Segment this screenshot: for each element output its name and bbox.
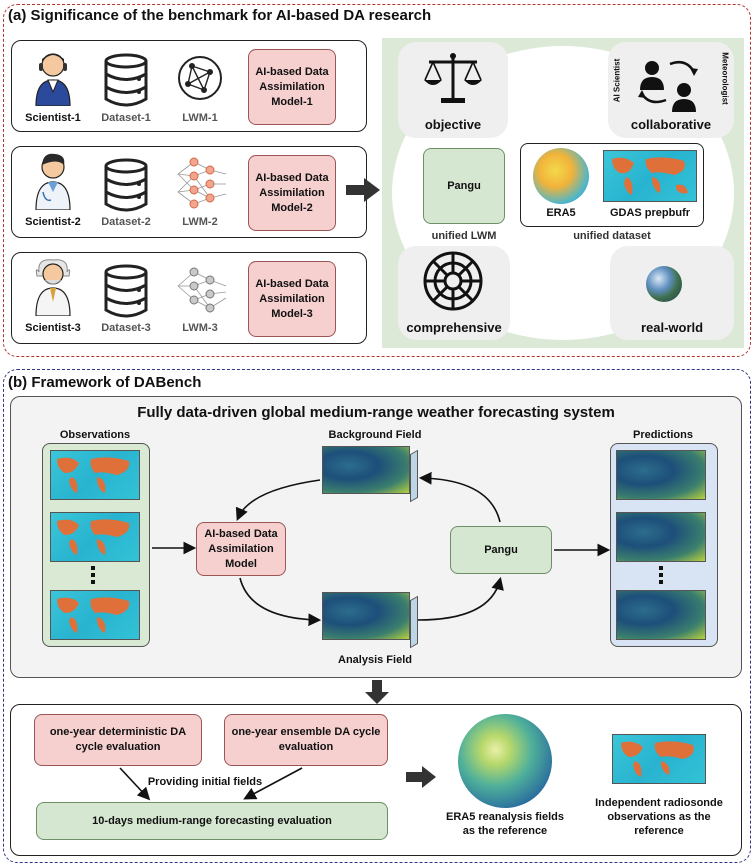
panel-a-arrow-icon [346, 178, 380, 202]
analysis-field-map [322, 592, 410, 640]
gdas-observation-map [603, 150, 697, 202]
system-title: Fully data-driven global medium-range we… [137, 404, 615, 421]
scientist-1-icon [35, 53, 71, 106]
panel-b-title: (b) Framework of DABench [8, 374, 202, 391]
collaboration-icon [638, 61, 698, 112]
real-world-label: real-world [640, 320, 704, 335]
scientist-2-icon [35, 153, 71, 210]
lwm-2-label: LWM-2 [182, 216, 218, 228]
era5-label: ERA5 [546, 207, 576, 219]
scientist-1-label: Scientist-1 [25, 112, 81, 124]
era5-globe [533, 148, 589, 204]
prediction-map-3 [616, 590, 706, 640]
providing-initial-fields-label: Providing initial fields [147, 776, 263, 788]
dataset-3-label: Dataset-3 [101, 322, 151, 334]
dataset-2-label: Dataset-2 [101, 216, 151, 228]
observation-map-1 [50, 450, 140, 500]
scientist-3-label: Scientist-3 [25, 322, 81, 334]
collaborative-label: collaborative [630, 117, 712, 132]
observations-label: Observations [59, 429, 131, 441]
reference-arrow-icon [406, 766, 436, 788]
lwm-2-network-icon [177, 157, 227, 209]
background-field-label: Background Field [328, 429, 422, 441]
pangu-box: Pangu [450, 526, 552, 574]
analysis-field-label: Analysis Field [338, 654, 412, 666]
prediction-map-1 [616, 450, 706, 500]
predictions-label: Predictions [633, 429, 693, 441]
wheel-icon [423, 251, 483, 311]
lwm-3-network-icon [177, 267, 227, 313]
dataset-3-icon [104, 264, 148, 318]
down-arrow-icon [365, 680, 389, 704]
observation-map-3 [50, 590, 140, 640]
unified-lwm-label: unified LWM [431, 230, 497, 242]
unified-dataset-label: unified dataset [573, 230, 651, 242]
lwm-1-network-icon [178, 56, 222, 100]
radiosonde-reference-map [612, 734, 706, 784]
observation-ellipsis [91, 566, 95, 584]
dataset-1-label: Dataset-1 [101, 112, 151, 124]
comprehensive-label: comprehensive [406, 320, 502, 335]
panel-b [3, 369, 751, 863]
prediction-ellipsis [659, 566, 663, 584]
unified-pangu-box: Pangu [423, 148, 505, 224]
lwm-3-label: LWM-3 [182, 322, 218, 334]
forecast-eval-box: 10-days medium-range forecasting evaluat… [36, 802, 388, 840]
collaborative-tile [608, 42, 734, 138]
scales-icon [424, 53, 482, 103]
observation-map-2 [50, 512, 140, 562]
era5-reference-globe [458, 714, 552, 808]
lwm-1-label: LWM-1 [182, 112, 218, 124]
prediction-map-2 [616, 512, 706, 562]
panel-a [3, 4, 751, 357]
dataset-2-icon [104, 158, 148, 212]
scientist-3-icon [35, 259, 71, 316]
background-field-map [322, 446, 410, 494]
objective-label: objective [424, 117, 482, 132]
earth-globe [646, 266, 682, 302]
dataset-1-icon [104, 53, 148, 107]
gdas-label: GDAS prepbufr [609, 207, 691, 219]
scientist-2-label: Scientist-2 [25, 216, 81, 228]
panel-a-title: (a) Significance of the benchmark for AI… [8, 7, 432, 24]
